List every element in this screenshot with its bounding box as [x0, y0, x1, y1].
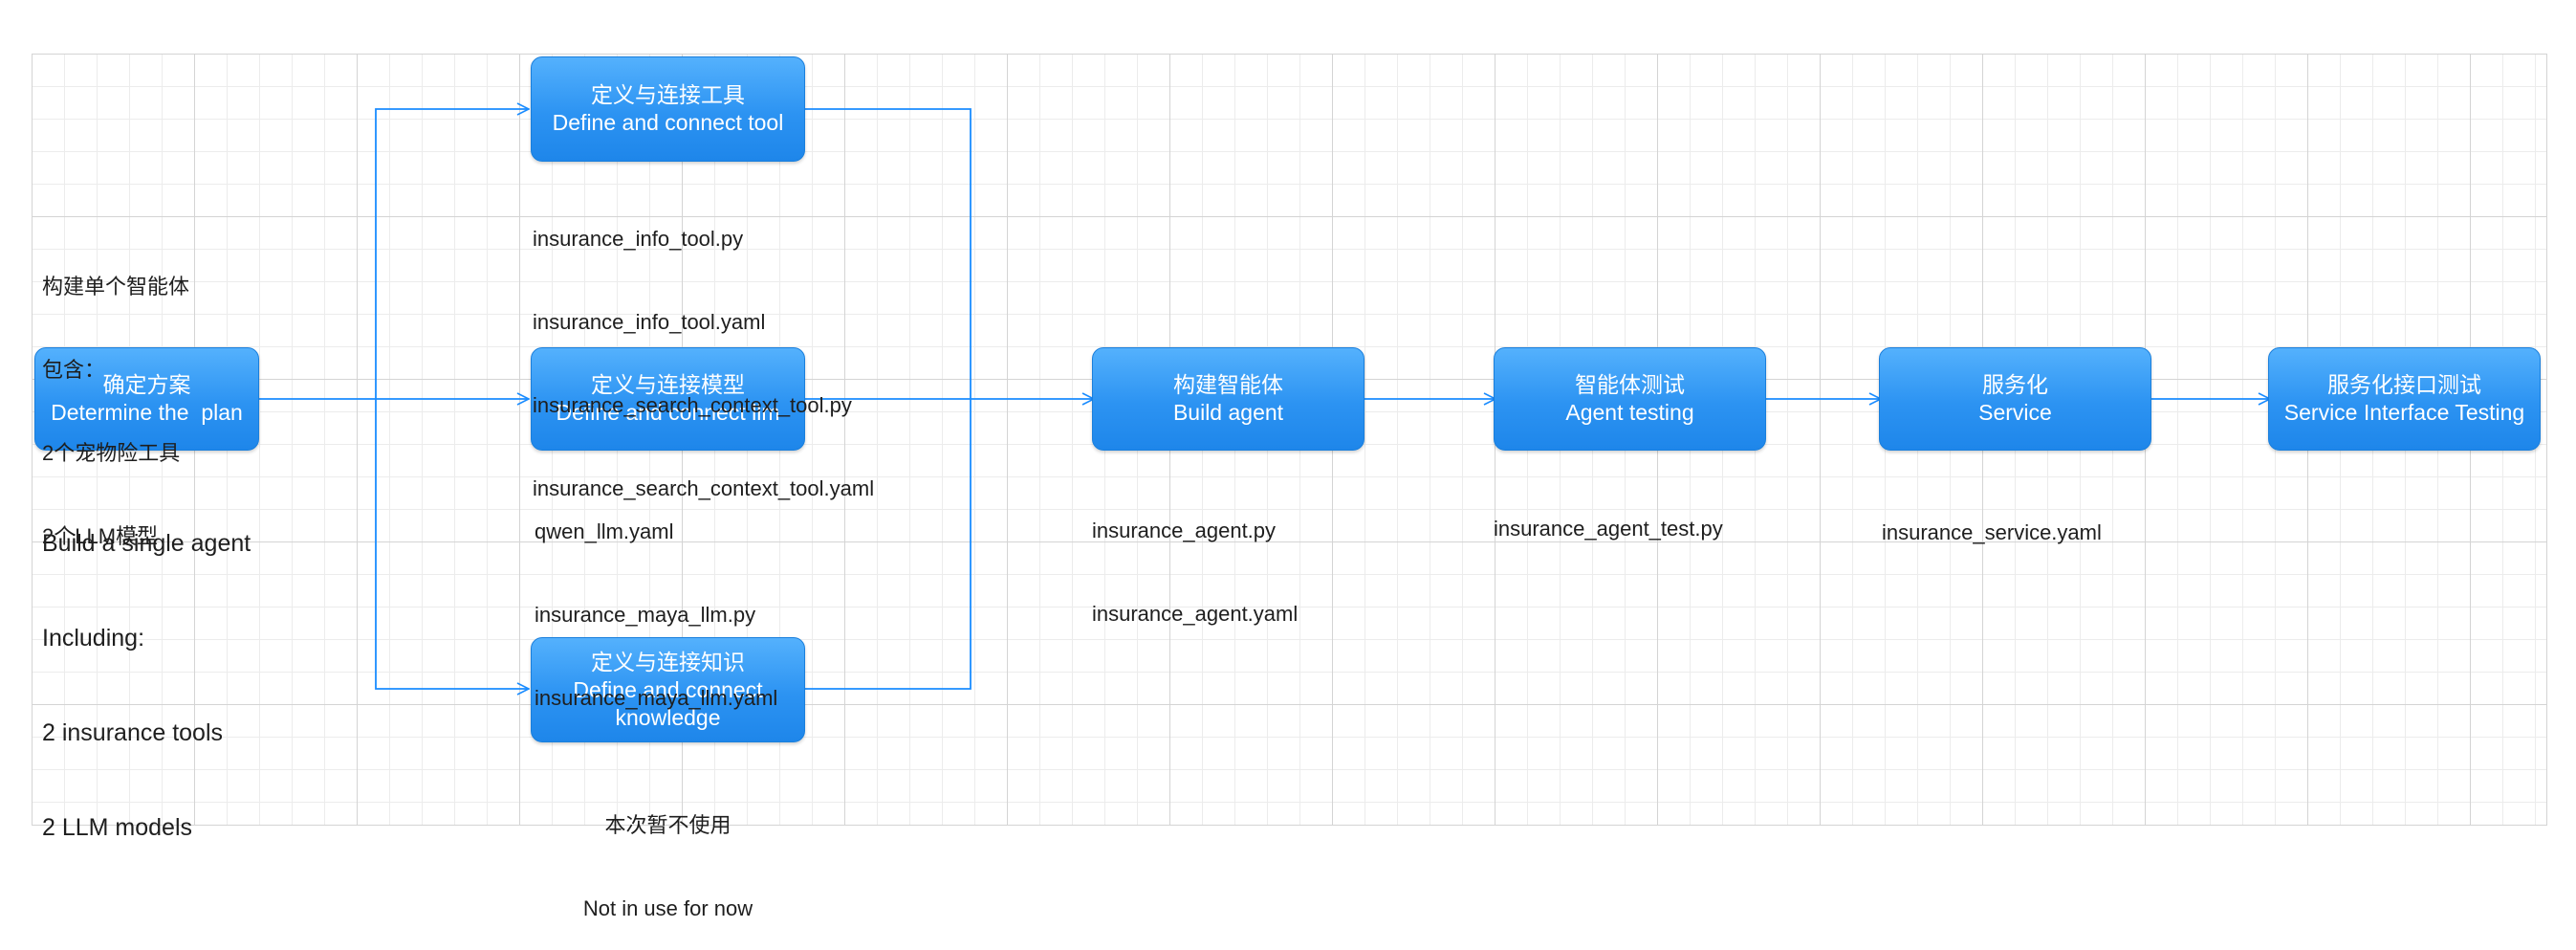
- node-define-model[interactable]: 定义与连接模型 Define and connect llm: [531, 347, 805, 451]
- node-label-en: Define and connect llm: [556, 400, 780, 425]
- node-label-zh: 确定方案: [102, 372, 191, 397]
- note-line: 本次暂不使用: [604, 813, 731, 837]
- note-model-files: qwen_llm.yaml insurance_maya_llm.py insu…: [535, 462, 777, 740]
- node-label-zh: 定义与连接工具: [591, 82, 745, 107]
- note-service-files: insurance_service.yaml: [1882, 463, 2102, 574]
- note-tool-files: insurance_info_tool.py insurance_info_to…: [533, 169, 874, 530]
- node-label-en: Service Interface Testing: [2283, 400, 2525, 425]
- node-label-en: Agent testing: [1565, 400, 1694, 425]
- node-label-zh: 智能体测试: [1575, 372, 1685, 397]
- node-label-zh: 服务化接口测试: [2327, 372, 2481, 397]
- file-name: insurance_agent_test.py: [1494, 517, 1723, 541]
- node-label-zh: 定义与连接模型: [591, 372, 745, 397]
- note-knowledge: 本次暂不使用 Not in use for now: [531, 756, 805, 950]
- note-line: Including:: [42, 625, 145, 652]
- node-label-zh: 服务化: [1982, 372, 2048, 397]
- node-label-zh: 定义与连接知识: [591, 649, 745, 674]
- node-label-en: Define and connect tool: [552, 110, 784, 135]
- note-line: 2 LLM models: [42, 814, 193, 841]
- note-agent-files: insurance_agent.py insurance_agent.yaml: [1092, 461, 1298, 655]
- node-agent-testing[interactable]: 智能体测试 Agent testing: [1494, 347, 1766, 451]
- file-name: insurance_search_context_tool.py: [533, 393, 852, 417]
- note-plan-en: Build a single agent Including: 2 insura…: [42, 465, 251, 875]
- note-line: 构建单个智能体: [42, 275, 190, 298]
- node-label-en: Define and connect: [573, 676, 763, 702]
- node-label-en: Build agent: [1172, 400, 1284, 425]
- file-name: insurance_maya_llm.yaml: [535, 686, 778, 710]
- note-line: Not in use for now: [582, 896, 753, 920]
- node-determine-plan[interactable]: 确定方案 Determine the plan: [34, 347, 259, 451]
- file-name: insurance_info_tool.yaml: [533, 310, 766, 334]
- note-line: 2 insurance tools: [42, 719, 224, 746]
- node-label-en-2: knowledge: [615, 704, 721, 730]
- node-label-en: Determine the plan: [51, 400, 243, 425]
- note-line: 2个LLM模型: [42, 524, 159, 548]
- file-name: insurance_info_tool.py: [533, 227, 744, 251]
- note-line: 包含：: [42, 358, 106, 382]
- node-build-agent[interactable]: 构建智能体 Build agent: [1092, 347, 1364, 451]
- node-label-en: Service: [1978, 400, 2052, 425]
- file-name: insurance_search_context_tool.yaml: [533, 476, 875, 500]
- file-name: insurance_service.yaml: [1882, 520, 2102, 544]
- file-name: insurance_agent.yaml: [1092, 602, 1299, 626]
- file-name: qwen_llm.yaml: [535, 519, 674, 543]
- node-service-interface-testing[interactable]: 服务化接口测试 Service Interface Testing: [2268, 347, 2541, 451]
- node-define-tool[interactable]: 定义与连接工具 Define and connect tool: [531, 56, 805, 162]
- node-service[interactable]: 服务化 Service: [1879, 347, 2151, 451]
- note-testing-files: insurance_agent_test.py: [1494, 459, 1723, 570]
- node-define-knowledge[interactable]: 定义与连接知识 Define and connect knowledge: [531, 637, 805, 742]
- note-line: 2个宠物险工具: [42, 441, 181, 465]
- file-name: insurance_maya_llm.py: [535, 603, 756, 627]
- note-plan-zh: 构建单个智能体 包含： 2个宠物险工具 2个LLM模型: [42, 217, 189, 578]
- node-label-zh: 构建智能体: [1173, 372, 1283, 397]
- file-name: insurance_agent.py: [1092, 519, 1277, 542]
- note-line: Build a single agent: [42, 530, 251, 557]
